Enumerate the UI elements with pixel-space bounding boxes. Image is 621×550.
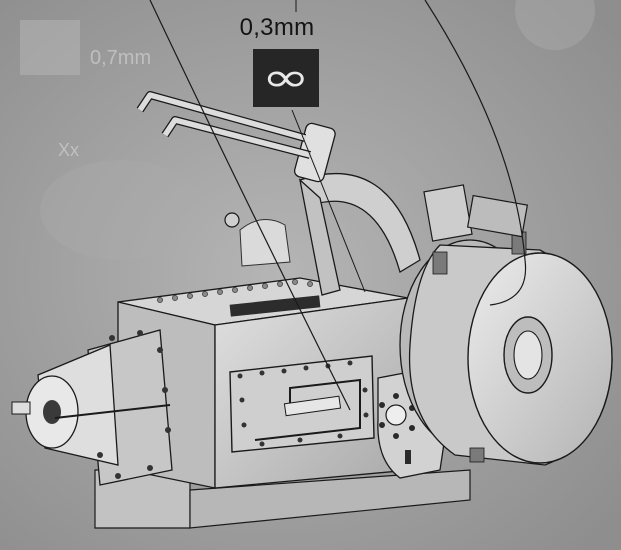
lever-arm-lower-fill bbox=[162, 117, 311, 158]
lever-arm-upper-fill bbox=[137, 92, 306, 141]
measurement-label: 0,3mm bbox=[239, 14, 315, 41]
knob bbox=[224, 212, 240, 228]
leader-line-right bbox=[424, 0, 527, 306]
panel-shaft bbox=[283, 395, 342, 417]
gear-holes bbox=[379, 393, 415, 439]
top-rivets bbox=[157, 279, 328, 303]
gear-hub bbox=[385, 404, 407, 426]
cone-rod bbox=[54, 404, 171, 419]
guard-plate bbox=[239, 219, 291, 267]
right-clamp bbox=[466, 194, 529, 238]
cone-tip bbox=[11, 401, 31, 415]
ghost-circle bbox=[515, 0, 595, 50]
ghost-ellipse bbox=[40, 160, 200, 260]
cone-bore bbox=[43, 400, 61, 424]
gear-slot bbox=[405, 450, 411, 464]
ghost-text-primary: 0,7mm bbox=[90, 47, 152, 69]
right-bracket bbox=[423, 184, 473, 242]
base-bottom bbox=[189, 469, 471, 529]
flange-bolts bbox=[97, 330, 171, 479]
ghost-square bbox=[20, 20, 80, 75]
infinity-badge: ∞ bbox=[253, 49, 319, 107]
top-vent bbox=[229, 295, 321, 317]
support-leg bbox=[298, 178, 341, 296]
panel-slot bbox=[254, 378, 361, 441]
leader-line-left bbox=[149, 0, 351, 411]
support-arc bbox=[299, 172, 421, 273]
panel-bolts bbox=[237, 360, 369, 447]
drum-hub-bore bbox=[513, 330, 543, 380]
ghost-text-secondary: Xx bbox=[58, 140, 80, 160]
infinity-icon: ∞ bbox=[261, 55, 311, 101]
leader-line-middle bbox=[291, 109, 366, 293]
